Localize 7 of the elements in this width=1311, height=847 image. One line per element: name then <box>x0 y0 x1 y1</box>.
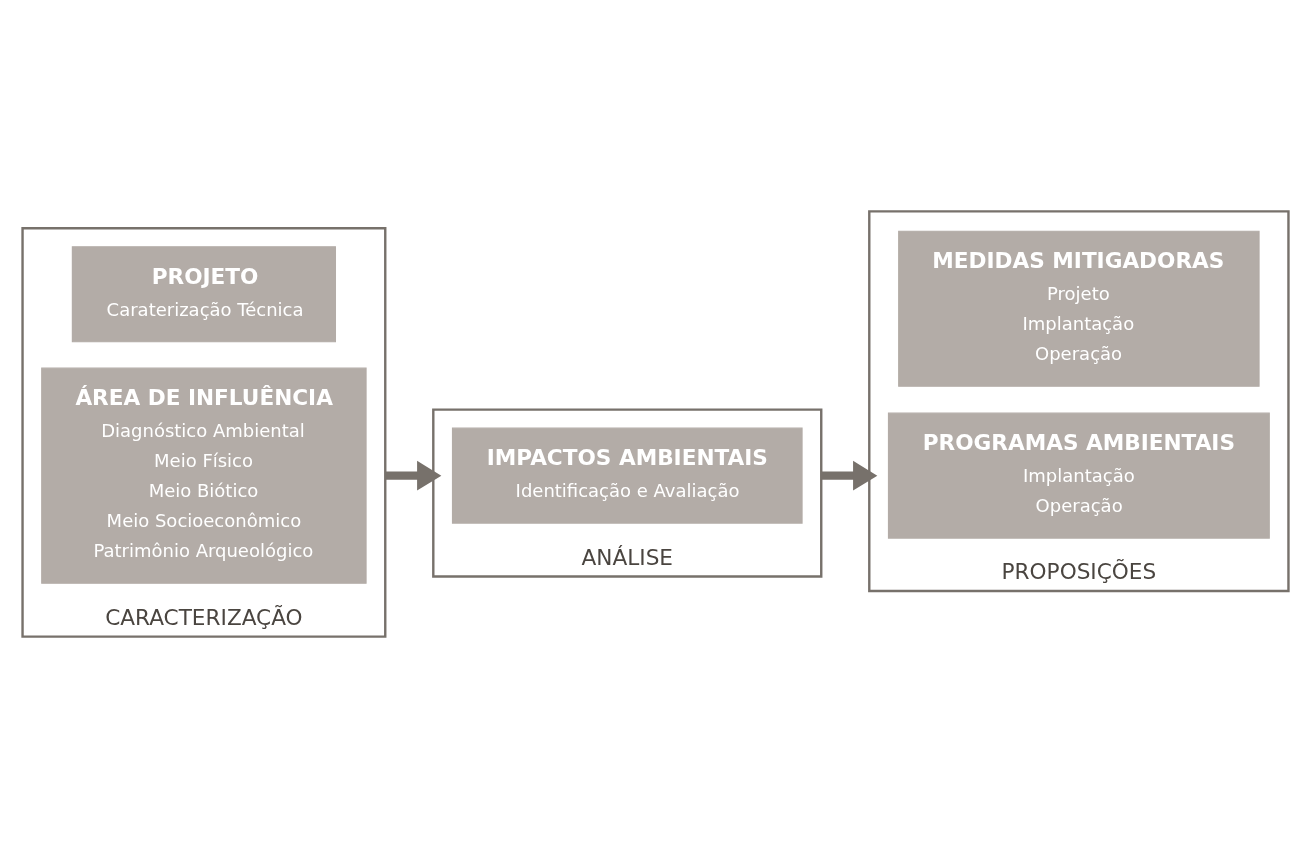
node-box: PROJETO Caraterização Técnica <box>71 245 337 342</box>
node-box: MEDIDAS MITIGADORAS Projeto Implantação Operação <box>898 230 1260 387</box>
arrow <box>821 460 878 490</box>
node-box: PROGRAMAS AMBIENTAIS Implantação Operação <box>887 412 1270 539</box>
arrow <box>385 460 442 490</box>
node-box: ÁREA DE INFLUÊNCIA Diagnóstico Ambiental Meio Físico Meio Biótico Meio Socioeconômico Patrimônio Arqueológico <box>41 367 367 584</box>
node-box: IMPACTOS AMBIENTAIS Identificação e Avaliação <box>451 427 803 524</box>
